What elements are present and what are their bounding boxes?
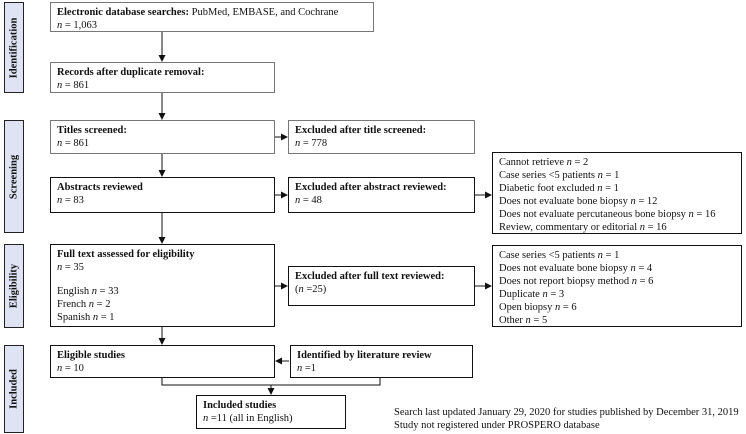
full-text-exclusion-reasons-box: Case series <5 patients n = 1 Does not e…	[492, 245, 742, 327]
literature-review-count: n =1	[297, 363, 317, 374]
full-text-reason-item: Case series <5 patients n = 1	[499, 250, 620, 261]
abstract-reason-item: Diabetic foot excluded n = 1	[499, 183, 619, 194]
excluded-title-count: n = 778	[295, 138, 328, 149]
abstract-reason-item: Review, commentary or editorial n = 16	[499, 222, 667, 233]
literature-review-title: Identified by literature review	[297, 350, 432, 361]
language-spanish: Spanish n = 1	[57, 312, 115, 323]
full-text-reason-item: Does not report biopsy method n = 6	[499, 276, 654, 287]
database-search-count: n = 1,063	[57, 20, 98, 31]
abstract-exclusion-reasons-box: Cannot retrieve n = 2 Case series <5 pat…	[492, 152, 742, 234]
search-date-note: Search last updated January 29, 2020 for…	[394, 407, 739, 418]
abstract-reason-item: Does not evaluate bone biopsy n = 12	[499, 196, 658, 207]
stage-identification: Identification	[4, 2, 24, 93]
eligible-studies-title: Eligible studies	[57, 350, 125, 361]
duplicates-removed-box: Records after duplicate removal: n = 861	[50, 62, 275, 93]
eligible-studies-box: Eligible studies n = 10	[50, 345, 275, 378]
included-studies-title: Included studies	[203, 400, 277, 411]
full-text-reason-item: Open biopsy n = 6	[499, 302, 577, 313]
abstracts-reviewed-box: Abstracts reviewed n = 83	[50, 177, 275, 213]
full-text-title: Full text assessed for eligibility	[57, 249, 195, 260]
excluded-full-text-title: Excluded after full text reviewed:	[295, 271, 445, 282]
full-text-reason-item: Other n = 5	[499, 315, 548, 326]
database-search-sources: PubMed, EMBASE, and Cochrane	[189, 7, 339, 18]
titles-screened-title: Titles screened:	[57, 125, 127, 136]
abstracts-reviewed-title: Abstracts reviewed	[57, 182, 143, 193]
excluded-full-text-count: (n =25)	[295, 284, 327, 295]
titles-screened-count: n = 861	[57, 138, 90, 149]
database-search-heading: Electronic database searches: PubMed, EM…	[57, 6, 367, 19]
stage-screening: Screening	[4, 120, 24, 233]
stage-eligibility: Eligibility	[4, 244, 24, 328]
full-text-reason-item: Does not evaluate bone biopsy n = 4	[499, 263, 653, 274]
included-studies-box: Included studies n =11 (all in English)	[196, 395, 346, 429]
stage-included-label: Included	[8, 369, 20, 409]
abstracts-reviewed-count: n = 83	[57, 195, 84, 206]
abstract-reason-item: Cannot retrieve n = 2	[499, 157, 589, 168]
stage-included: Included	[4, 345, 24, 433]
titles-screened-box: Titles screened: n = 861	[50, 120, 275, 154]
abstract-reason-item: Case series <5 patients n = 1	[499, 170, 620, 181]
literature-review-box: Identified by literature review n =1	[290, 345, 473, 378]
excluded-abstract-count: n = 48	[295, 195, 322, 206]
eligible-studies-count: n = 10	[57, 363, 84, 374]
excluded-title-title: Excluded after title screened:	[295, 125, 427, 136]
merge-bracket	[161, 378, 381, 386]
excluded-abstract-box: Excluded after abstract reviewed: n = 48	[288, 177, 475, 213]
full-text-box: Full text assessed for eligibility n = 3…	[50, 244, 275, 327]
excluded-full-text-box: Excluded after full text reviewed: (n =2…	[288, 266, 475, 306]
full-text-reason-item: Duplicate n = 3	[499, 289, 565, 300]
duplicates-removed-count: n = 861	[57, 80, 90, 91]
abstract-reason-item: Does not evaluate percutaneous bone biop…	[499, 209, 716, 220]
language-french: French n = 2	[57, 299, 111, 310]
full-text-count: n = 35	[57, 262, 84, 273]
registration-note: Study not registered under PROSPERO data…	[394, 420, 600, 431]
database-search-title: Electronic database searches:	[57, 7, 190, 18]
stage-screening-label: Screening	[8, 154, 20, 199]
stage-eligibility-label: Eligibility	[8, 263, 20, 309]
excluded-abstract-title: Excluded after abstract reviewed:	[295, 182, 447, 193]
language-english: English n = 33	[57, 286, 119, 297]
stage-identification-label: Identification	[8, 17, 20, 78]
duplicates-removed-title: Records after duplicate removal:	[57, 67, 205, 78]
excluded-title-box: Excluded after title screened: n = 778	[288, 120, 475, 154]
included-studies-count: n =11 (all in English)	[203, 413, 293, 424]
database-search-box: Electronic database searches: PubMed, EM…	[50, 2, 374, 32]
